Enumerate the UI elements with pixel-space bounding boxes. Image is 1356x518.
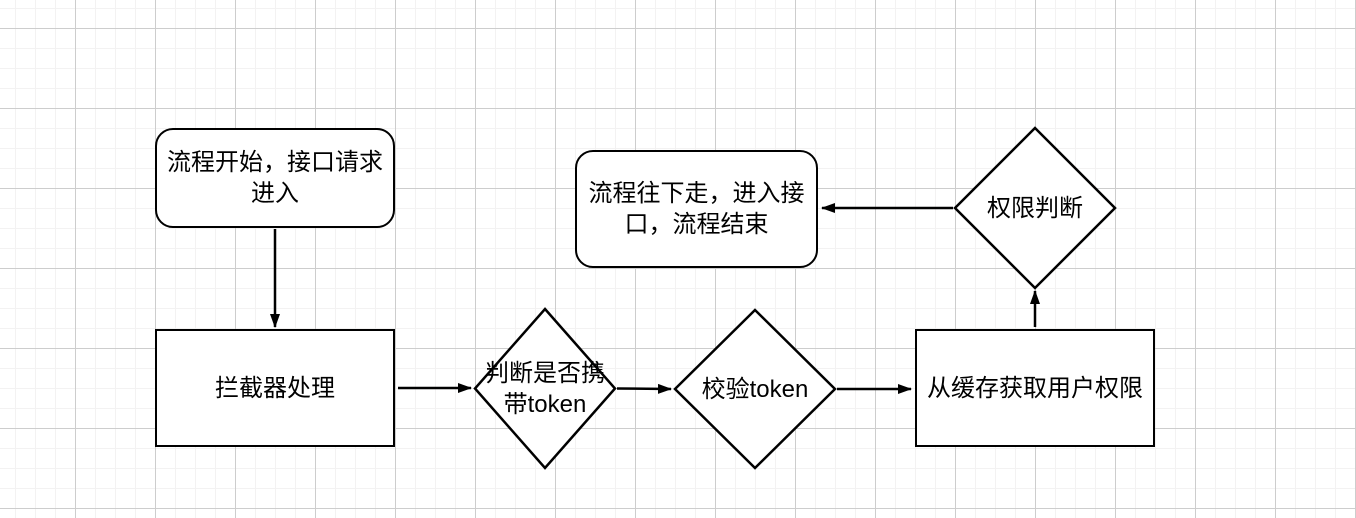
node-label: 流程往下走，进入接 口，流程结束 — [589, 178, 805, 240]
node-label-line: 拦截器处理 — [215, 374, 335, 402]
node-label-line: 流程往下走，进入接 — [588, 180, 805, 207]
edge-check-token-to-verify-token[interactable] — [616, 383, 672, 394]
node-label: 流程开始，接口请求 进入 — [167, 147, 383, 209]
flow-node-start[interactable]: 流程开始，接口请求 进入 — [155, 128, 395, 228]
node-label: 拦截器处理 — [215, 373, 335, 404]
flow-node-interceptor[interactable]: 拦截器处理 — [155, 329, 395, 447]
node-label-line: 口，流程结束 — [624, 211, 769, 238]
node-label: 从缓存获取用户权限 — [927, 373, 1143, 404]
flow-node-end[interactable]: 流程往下走，进入接 口，流程结束 — [575, 150, 818, 268]
node-label-line: 从缓存获取用户权限 — [927, 374, 1143, 402]
flow-node-verify-token[interactable] — [673, 308, 837, 470]
flow-node-permission-judge[interactable] — [953, 126, 1117, 290]
node-label-line: 进入 — [251, 180, 299, 207]
flow-node-get-permission[interactable]: 从缓存获取用户权限 — [915, 329, 1155, 447]
node-label-line: 流程开始，接口请求 — [167, 149, 383, 176]
flow-node-check-token[interactable] — [473, 307, 617, 470]
